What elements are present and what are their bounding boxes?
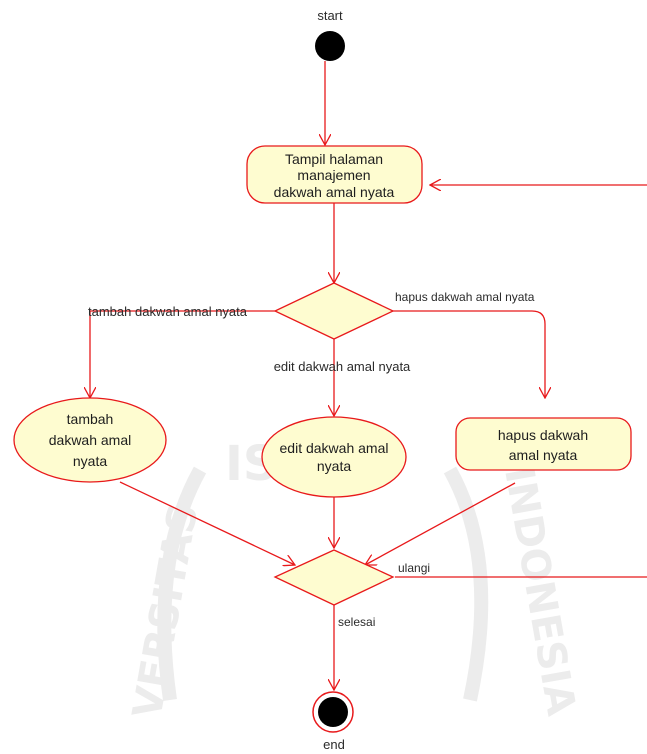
final-node-core [318,697,348,727]
hapus-line-2: amal nyata [509,447,578,463]
label-selesai: selesai [338,615,375,629]
tambah-line-2: dakwah amal [49,432,132,448]
start-label: start [317,8,343,23]
end-label: end [323,737,345,752]
merge-node [273,549,395,606]
label-ulangi: ulangi [398,561,430,575]
label-hapus-edge: hapus dakwah amal nyata [395,290,535,304]
tambah-line-3: nyata [73,453,107,469]
action-edit [261,416,407,498]
tampil-line-1: Tampil halaman [285,151,383,167]
label-edit-edge: edit dakwah amal nyata [274,359,411,374]
edit-line-2: nyata [317,458,351,474]
edge-decision-to-tambah [90,310,275,398]
action-hapus [455,417,632,471]
tampil-line-2: manajemen [297,167,370,183]
edge-hapus-to-merge [365,482,516,565]
label-tambah-edge: tambah dakwah amal nyata [88,304,248,319]
action-tampil-halaman [246,145,423,204]
watermark-arc-right [443,466,489,702]
tambah-line-1: tambah [67,411,114,427]
hapus-line-1: hapus dakwah [498,427,588,443]
edge-decision-to-hapus [390,310,545,398]
initial-node [315,31,345,61]
watermark-text-left: VERSITAS [125,500,208,721]
watermark-text-right: INDONESIA [495,464,584,719]
decision-node [273,282,395,340]
edit-line-1: edit dakwah amal [280,440,389,456]
action-tambah [13,397,167,483]
watermark-arc-left [157,466,207,701]
tampil-line-3: dakwah amal nyata [274,184,395,200]
edge-tambah-to-merge [119,481,295,565]
